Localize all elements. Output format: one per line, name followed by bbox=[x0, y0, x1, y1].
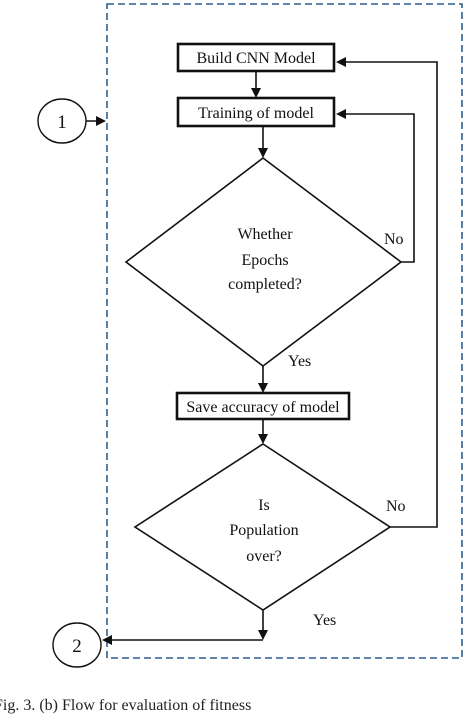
epochs-yes-label: Yes bbox=[288, 353, 311, 370]
population-no-label: No bbox=[386, 498, 406, 515]
save-accuracy-label: Save accuracy of model bbox=[186, 399, 340, 416]
save-accuracy-box: Save accuracy of model bbox=[175, 391, 351, 421]
dashed-boundary bbox=[106, 3, 463, 659]
population-over-decision: Is Population over? bbox=[133, 443, 392, 611]
build-cnn-model-label: Build CNN Model bbox=[196, 50, 316, 67]
training-of-model-box: Training of model bbox=[176, 96, 336, 128]
epochs-no-label: No bbox=[384, 231, 404, 248]
population-no-loop bbox=[336, 57, 438, 528]
figure-caption: Fig. 3. (b) Flow for evaluation of fitne… bbox=[0, 697, 252, 714]
epochs-no-loop bbox=[336, 109, 415, 263]
population-decision-line3: over? bbox=[246, 548, 282, 565]
connector-1-label: 1 bbox=[57, 112, 67, 133]
epochs-completed-decision: Whether Epochs completed? bbox=[124, 156, 403, 368]
training-of-model-label: Training of model bbox=[198, 105, 314, 122]
connector-2: 2 bbox=[52, 622, 102, 668]
population-yes-label: Yes bbox=[313, 612, 336, 629]
population-decision-line1: Is bbox=[258, 497, 270, 514]
connector-1: 1 bbox=[37, 98, 87, 144]
epochs-decision-line3: completed? bbox=[228, 276, 302, 293]
epochs-decision-line1: Whether bbox=[237, 226, 293, 243]
population-decision-line2: Population bbox=[229, 522, 298, 539]
build-cnn-model-box: Build CNN Model bbox=[176, 42, 336, 73]
epochs-decision-line2: Epochs bbox=[241, 252, 288, 269]
connector-2-label: 2 bbox=[72, 636, 82, 657]
